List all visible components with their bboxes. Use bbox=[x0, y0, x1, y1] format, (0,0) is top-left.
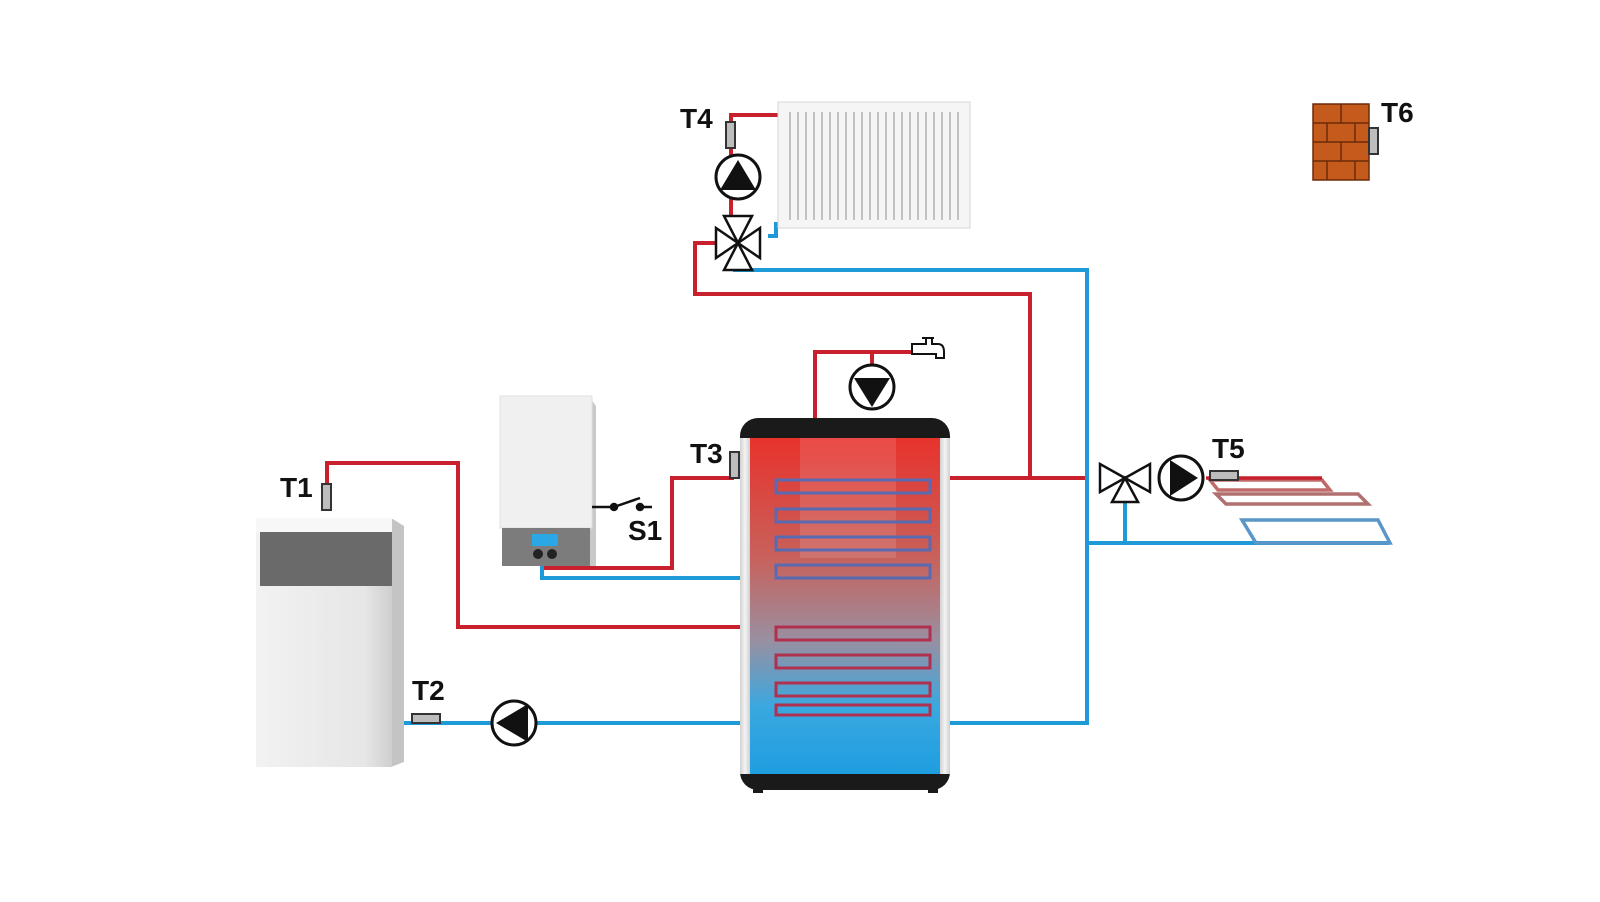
display-icon bbox=[532, 534, 558, 546]
pump-icon bbox=[490, 699, 538, 747]
label-t2: T2 bbox=[412, 675, 445, 706]
sensor-t1 bbox=[321, 483, 332, 511]
pump-icon bbox=[1157, 454, 1205, 502]
radiator bbox=[777, 101, 971, 229]
solid-fuel-boiler bbox=[256, 518, 404, 767]
radiator-return-pipe bbox=[768, 222, 778, 238]
pump-icon bbox=[848, 363, 896, 411]
label-s1: S1 bbox=[628, 515, 662, 546]
label-t6: T6 bbox=[1381, 97, 1414, 128]
three-way-valve-icon bbox=[1098, 461, 1152, 504]
radiator-supply-pipe bbox=[693, 241, 1032, 478]
floor-heating-loops bbox=[1206, 476, 1393, 545]
outdoor-wall-brick bbox=[1312, 103, 1370, 181]
boiler-supply-pipe bbox=[325, 461, 740, 629]
hot-pipes bbox=[325, 113, 1088, 629]
sensor-t6 bbox=[1368, 127, 1379, 155]
label-t4: T4 bbox=[680, 103, 713, 134]
sensors bbox=[321, 121, 1379, 724]
switch-icon bbox=[592, 496, 652, 512]
buffer-tank bbox=[740, 418, 950, 793]
sensor-t5 bbox=[1209, 470, 1239, 481]
sensor-t4 bbox=[725, 121, 736, 149]
sensor-t3 bbox=[729, 451, 740, 479]
sensor-t2 bbox=[411, 713, 441, 724]
label-t3: T3 bbox=[690, 438, 723, 469]
dhw-pipe bbox=[813, 350, 911, 418]
label-t1: T1 bbox=[280, 472, 313, 503]
heater-supply-pipe bbox=[540, 476, 734, 570]
four-way-valve-icon bbox=[714, 214, 762, 272]
label-t5: T5 bbox=[1212, 433, 1245, 464]
tap-icon bbox=[911, 337, 945, 359]
wall-heat-pump-unit bbox=[499, 395, 596, 566]
pump-icon bbox=[714, 153, 762, 201]
